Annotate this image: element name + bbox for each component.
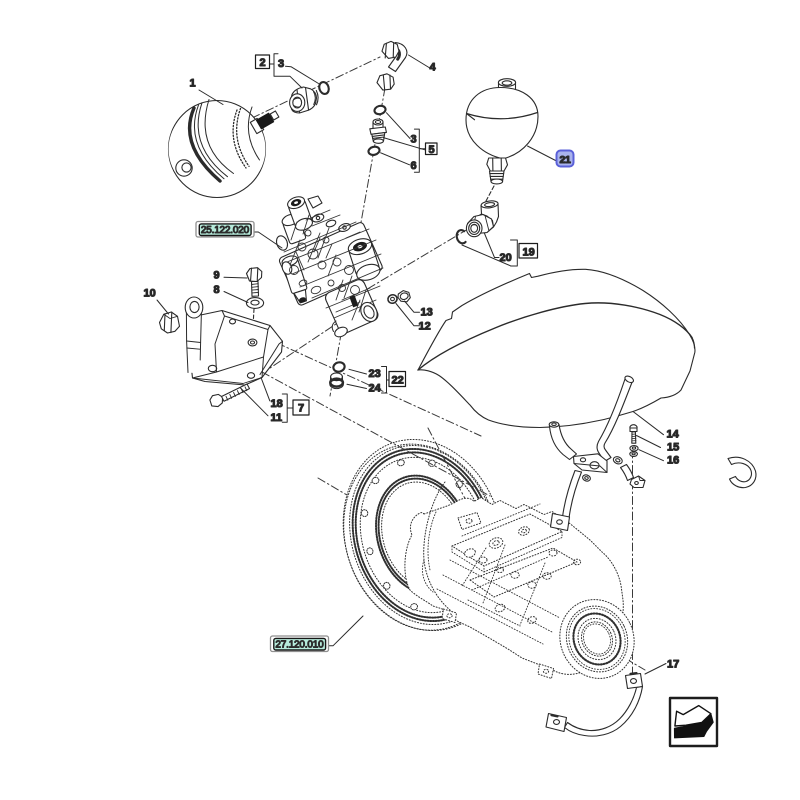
svg-text:14: 14: [667, 429, 680, 441]
svg-text:10: 10: [144, 288, 156, 300]
svg-text:21: 21: [560, 154, 571, 166]
svg-text:20: 20: [500, 252, 512, 264]
svg-text:3: 3: [278, 58, 284, 70]
svg-text:27.120.010: 27.120.010: [275, 640, 324, 651]
svg-text:23: 23: [369, 368, 381, 380]
svg-text:19: 19: [523, 247, 535, 259]
svg-text:17: 17: [667, 659, 679, 671]
svg-text:7: 7: [298, 403, 304, 415]
svg-text:16: 16: [667, 455, 679, 467]
svg-text:12: 12: [419, 321, 431, 333]
svg-text:18: 18: [271, 398, 283, 410]
svg-text:9: 9: [214, 270, 220, 282]
svg-text:3: 3: [411, 134, 417, 146]
svg-text:15: 15: [667, 442, 679, 454]
svg-text:8: 8: [214, 284, 220, 296]
svg-text:25.122.020: 25.122.020: [201, 225, 250, 236]
svg-text:24: 24: [369, 383, 382, 395]
svg-text:1: 1: [190, 78, 196, 90]
svg-text:6: 6: [411, 160, 417, 172]
svg-text:13: 13: [421, 307, 433, 319]
svg-text:5: 5: [429, 144, 435, 156]
svg-text:11: 11: [271, 412, 283, 424]
svg-text:2: 2: [260, 57, 266, 69]
svg-text:22: 22: [392, 375, 404, 387]
svg-text:4: 4: [430, 62, 437, 74]
